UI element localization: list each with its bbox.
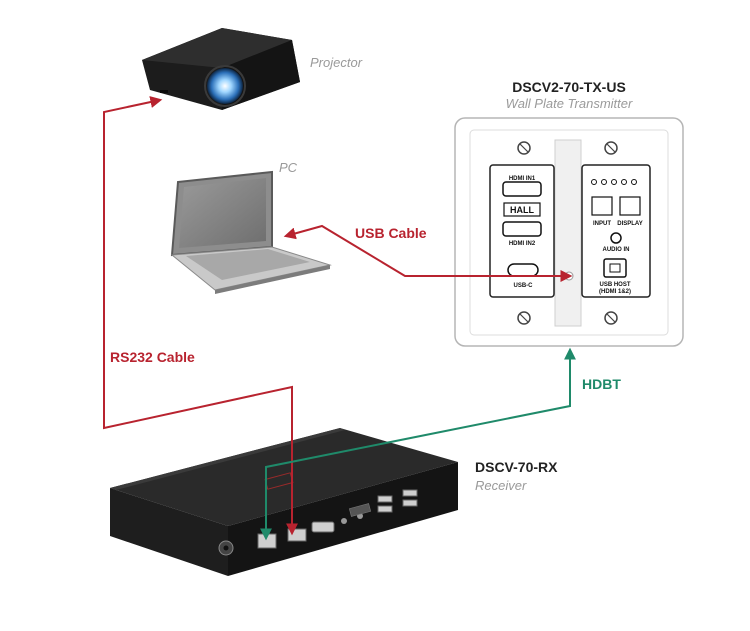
hdbt-cable-label: HDBT	[582, 376, 621, 392]
usb-port	[377, 495, 393, 503]
svg-text:(HDMI 1&2): (HDMI 1&2)	[599, 289, 631, 295]
usb-cable-label: USB Cable	[355, 225, 427, 241]
svg-text:USB-C: USB-C	[514, 283, 534, 289]
hdmi-in2-port	[502, 221, 542, 237]
usb-port	[402, 489, 418, 497]
projector-lens	[207, 68, 243, 104]
usb-c-port	[507, 263, 539, 277]
laptop	[170, 170, 332, 294]
hdbt-cable-line	[260, 347, 576, 541]
svg-text:INPUT: INPUT	[593, 221, 611, 227]
audio-in-jack	[610, 232, 622, 244]
svg-text:AUDIO IN: AUDIO IN	[603, 247, 630, 253]
transmitter-subtitle: Wall Plate Transmitter	[506, 96, 633, 111]
projector	[142, 28, 300, 110]
svg-text:USB HOST: USB HOST	[599, 282, 630, 288]
receiver-box	[110, 428, 458, 576]
receiver-subtitle: Receiver	[475, 478, 527, 493]
display-button	[619, 196, 641, 216]
svg-text:HALL: HALL	[510, 205, 534, 215]
hdmi-in1-port	[502, 181, 542, 197]
svg-text:HDMI IN2: HDMI IN2	[509, 241, 536, 247]
receiver-model: DSCV-70-RX	[475, 459, 558, 475]
transmitter-model: DSCV2-70-TX-US	[512, 79, 626, 95]
usb-port	[377, 505, 393, 513]
input-button	[591, 196, 613, 216]
usb-port	[402, 499, 418, 507]
wall-plate-transmitter: HDMI IN1 HALL HDMI IN2 USB-C INPUT DISPL…	[454, 117, 684, 347]
rs232-cable-label: RS232 Cable	[110, 349, 195, 365]
svg-text:DISPLAY: DISPLAY	[617, 221, 642, 227]
hall-logo	[503, 202, 541, 217]
svg-text:HDMI IN1: HDMI IN1	[509, 176, 536, 182]
pc-label: PC	[279, 160, 298, 175]
projector-label: Projector	[310, 55, 363, 70]
rs232-port	[287, 528, 307, 542]
usb-cable-line	[283, 224, 573, 282]
hdmi-out-port	[311, 521, 335, 533]
